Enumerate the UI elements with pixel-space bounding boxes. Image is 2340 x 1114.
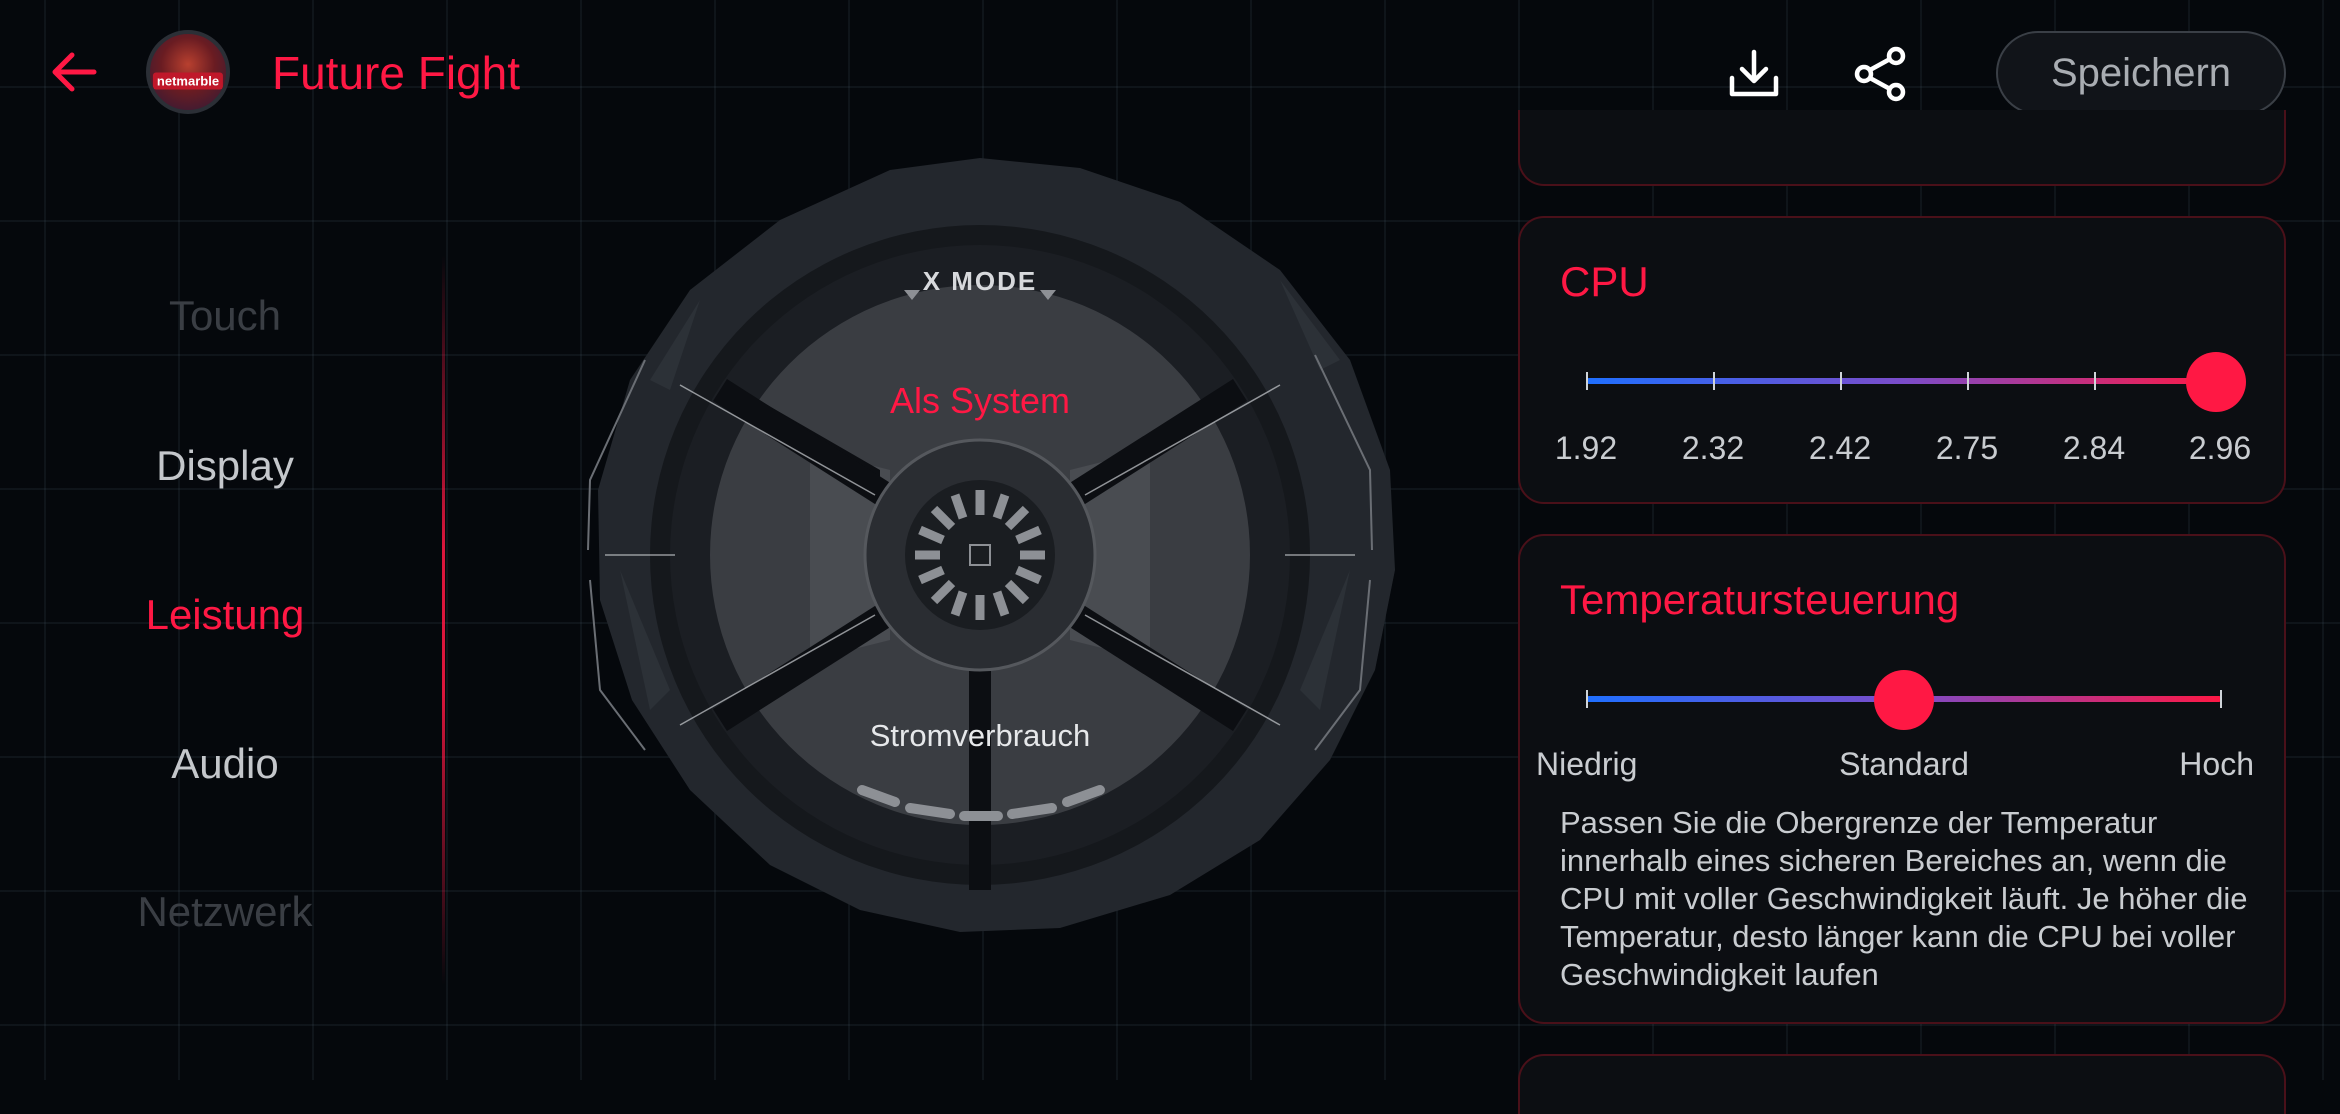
back-arrow-icon bbox=[52, 52, 97, 92]
category-nav: Touch Display Leistung Audio Netzwerk bbox=[80, 250, 370, 990]
xmode-dial[interactable]: X MODE Als System Stromverbrauch bbox=[560, 150, 1400, 950]
xmode-dial-graphic bbox=[587, 158, 1395, 932]
cpu-tick-label: 2.42 bbox=[1808, 430, 1872, 466]
cpu-card: CPU 1.92 2.32 2.42 2.75 2.84 2.96 bbox=[1518, 216, 2286, 504]
nav-item-audio[interactable]: Audio bbox=[171, 740, 279, 787]
cpu-tick-label: 1.92 bbox=[1554, 430, 1618, 466]
game-avatar: netmarble bbox=[146, 30, 230, 114]
temperature-description: Passen Sie die Obergrenze der Temperatur… bbox=[1560, 805, 2248, 992]
share-icon bbox=[1854, 46, 1906, 102]
back-button[interactable] bbox=[46, 44, 102, 100]
cpu-tick bbox=[1713, 372, 1715, 390]
cpu-tick-label: 2.84 bbox=[2062, 430, 2126, 466]
cpu-tick-label: 2.32 bbox=[1681, 430, 1745, 466]
temperature-card: Temperatursteuerung Niedrig Standard Hoc… bbox=[1518, 534, 2286, 1024]
cpu-tick bbox=[1840, 372, 1842, 390]
nav-item-leistung[interactable]: Leistung bbox=[145, 591, 305, 638]
app-header: netmarble Future Fight Speichern bbox=[0, 0, 2340, 150]
next-setting-card bbox=[1518, 1054, 2286, 1114]
cpu-tick-label: 2.96 bbox=[2188, 430, 2252, 466]
cpu-tick bbox=[1967, 372, 1969, 390]
cpu-tick-label: 2.75 bbox=[1935, 430, 1999, 466]
download-button[interactable] bbox=[1724, 44, 1784, 104]
temperature-label-high: Hoch bbox=[2179, 746, 2254, 782]
nav-item-display[interactable]: Display bbox=[156, 442, 294, 489]
temperature-title: Temperatursteuerung bbox=[1560, 576, 1960, 623]
share-button[interactable] bbox=[1850, 44, 1910, 104]
nav-item-netzwerk[interactable]: Netzwerk bbox=[137, 888, 313, 935]
temperature-slider-thumb[interactable] bbox=[1874, 670, 1934, 730]
cpu-tick bbox=[1586, 372, 1588, 390]
temperature-tick bbox=[2220, 690, 2222, 708]
temperature-label-standard: Standard bbox=[1839, 746, 1969, 782]
nav-item-touch[interactable]: Touch bbox=[168, 292, 282, 339]
cpu-tick bbox=[2094, 372, 2096, 390]
temperature-tick bbox=[1586, 690, 1588, 708]
temperature-label-low: Niedrig bbox=[1536, 746, 1638, 782]
cpu-title: CPU bbox=[1560, 258, 1649, 305]
app-title: Future Fight bbox=[272, 47, 520, 99]
save-button[interactable]: Speichern bbox=[1996, 31, 2286, 115]
cpu-slider-track[interactable] bbox=[1586, 378, 2222, 384]
nav-active-divider bbox=[442, 255, 445, 985]
dial-bottom-label[interactable]: Stromverbrauch bbox=[869, 718, 1091, 753]
cpu-slider-thumb[interactable] bbox=[2186, 352, 2246, 412]
avatar-logo-text: netmarble bbox=[152, 72, 224, 90]
xmode-badge: X MODE bbox=[922, 266, 1038, 296]
previous-setting-card bbox=[1518, 110, 2286, 186]
download-icon bbox=[1729, 49, 1779, 97]
dial-top-label[interactable]: Als System bbox=[889, 380, 1071, 421]
